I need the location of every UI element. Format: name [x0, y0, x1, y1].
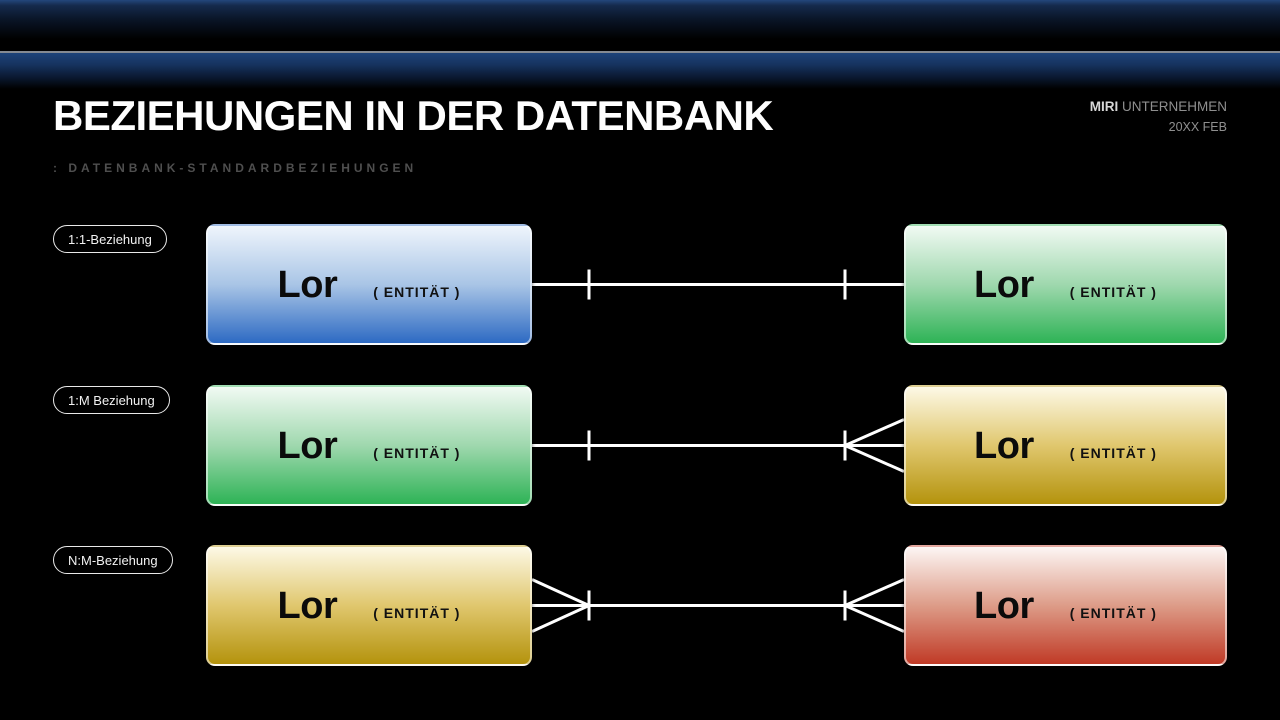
entity-box-gold: Lor ( ENTITÄT ) — [206, 545, 532, 666]
entity-title: Lor — [277, 584, 338, 627]
relationship-type-label: N:M-Beziehung — [68, 552, 158, 568]
relationship-row-many-to-many: N:M-Beziehung Lor ( ENTITÄT ) Lor ( ENTI… — [0, 545, 1280, 666]
entity-subtitle: ( ENTITÄT ) — [373, 283, 461, 300]
entity-box-green: Lor ( ENTITÄT ) — [904, 224, 1227, 345]
page-title: BEZIEHUNGEN IN DER DATENBANK — [53, 92, 774, 139]
entity-subtitle: ( ENTITÄT ) — [373, 444, 461, 461]
entity-title: Lor — [974, 584, 1034, 627]
relationship-row-one-to-one: 1:1-Beziehung Lor ( ENTITÄT ) Lor ( ENTI… — [0, 224, 1280, 345]
relationship-type-badge: N:M-Beziehung — [53, 546, 173, 574]
brand-date: 20XX FEB — [1168, 119, 1227, 134]
relationship-row-one-to-many: 1:M Beziehung Lor ( ENTITÄT ) Lor ( ENTI… — [0, 385, 1280, 506]
entity-subtitle: ( ENTITÄT ) — [373, 604, 461, 621]
entity-subtitle: ( ENTITÄT ) — [1069, 283, 1157, 300]
entity-title: Lor — [277, 263, 338, 306]
page-subtitle: : DATENBANK-STANDARDBEZIEHUNGEN — [53, 161, 418, 175]
entity-title: Lor — [277, 424, 338, 467]
top-header-band — [0, 0, 1280, 46]
relationship-type-badge: 1:M Beziehung — [53, 386, 170, 414]
entity-title: Lor — [974, 424, 1034, 467]
entity-box-red: Lor ( ENTITÄT ) — [904, 545, 1227, 666]
brand-block: MIRI UNTERNEHMEN 20XX FEB — [1090, 97, 1227, 137]
second-header-band — [0, 53, 1280, 89]
brand-org: UNTERNEHMEN — [1121, 99, 1227, 114]
entity-box-gold: Lor ( ENTITÄT ) — [904, 385, 1227, 506]
entity-box-blue: Lor ( ENTITÄT ) — [206, 224, 532, 345]
relationship-type-label: 1:M Beziehung — [68, 392, 155, 408]
header-divider-line — [0, 51, 1280, 53]
relationship-type-badge: 1:1-Beziehung — [53, 225, 167, 253]
entity-subtitle: ( ENTITÄT ) — [1069, 444, 1157, 461]
relationship-type-label: 1:1-Beziehung — [68, 231, 152, 247]
entity-box-green: Lor ( ENTITÄT ) — [206, 385, 532, 506]
brand-line: MIRI UNTERNEHMEN — [1090, 97, 1227, 118]
entity-title: Lor — [974, 263, 1034, 306]
entity-subtitle: ( ENTITÄT ) — [1069, 604, 1157, 621]
brand-name: MIRI — [1089, 99, 1119, 114]
